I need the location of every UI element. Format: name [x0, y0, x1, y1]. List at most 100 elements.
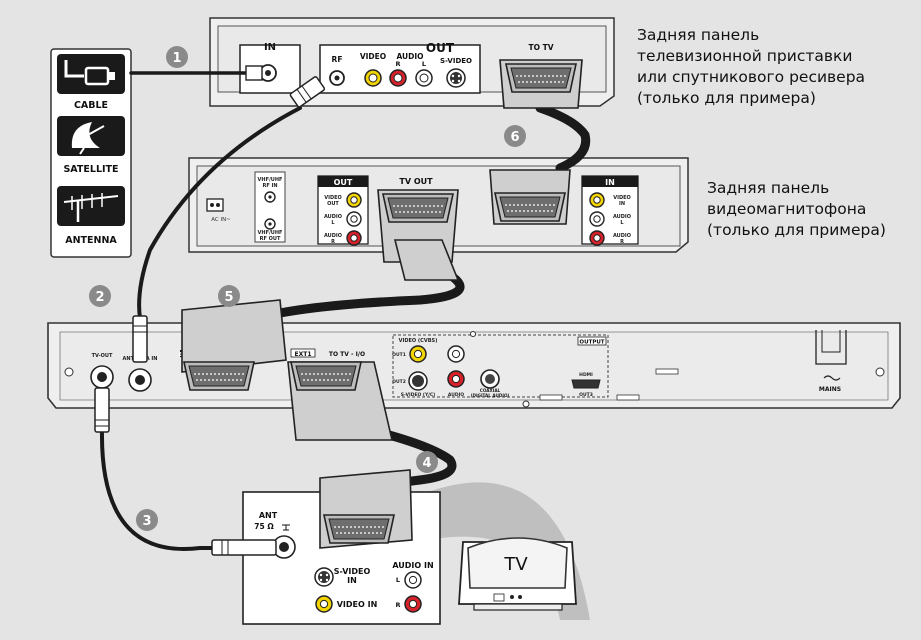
scart-plug-ext2: [181, 299, 287, 391]
tv-ant-label: ANT: [259, 511, 278, 520]
recorder-output-label: OUTPUT: [579, 340, 604, 346]
cable-recorder-to-tv-antenna: [99, 428, 227, 551]
recorder-to-tv-io-label: TO TV - I/O: [329, 351, 365, 358]
cable-stb-rf-to-recorder: [137, 106, 302, 320]
stb-out-label: OUT: [426, 41, 455, 55]
recorder-s-video-label: S-VIDEO (Y/C): [401, 392, 435, 398]
recorder-coaxial-jack: [480, 369, 500, 389]
callout-1: 1: [166, 46, 188, 68]
vcr-caption-line: (только для примера): [707, 221, 886, 239]
recorder-mains-label: MAINS: [819, 386, 841, 393]
antenna-icon: [57, 186, 125, 226]
vcr-video-in-label-1: VIDEO: [613, 195, 631, 201]
recorder-rear-panel: TV-OUT ANTENNA IN EXT2 EXT1 TO TV - I/O …: [47, 322, 901, 409]
vcr-caption-line: видеомагнитофона: [707, 200, 867, 218]
vcr-audio-l-label-1: AUDIO: [324, 214, 342, 220]
recorder-out2-label: OUT2: [392, 379, 406, 385]
recorder-tv-out-jack: [90, 365, 114, 389]
satellite-dish-icon: [57, 116, 125, 156]
vcr-audio-r-in-label-2: R: [620, 239, 624, 245]
tv-icon-label: TV: [503, 554, 528, 575]
recorder-antenna-in-jack: [128, 368, 152, 392]
stb-to-tv-label: TO TV: [528, 43, 553, 52]
vcr-rf-in-label-1: VHF/UHF: [258, 177, 283, 183]
tv-s-video-label-2: IN: [347, 576, 357, 585]
vcr-in-label: IN: [605, 178, 615, 187]
rf-plug-tv-antenna: [211, 539, 277, 556]
tv-s-video-in-jack: [314, 567, 334, 587]
recorder-audio-label: AUDIO: [448, 392, 464, 398]
antenna-label: ANTENNA: [65, 235, 117, 246]
tv-audio-l-label: L: [396, 576, 400, 584]
vcr-video-out-label-1: VIDEO: [324, 195, 342, 201]
vcr-rf-out-jack: [264, 218, 276, 230]
recorder-audio-r-jack: [447, 370, 465, 388]
scart-cable-ext1-to-tv: [365, 425, 457, 490]
tv-icon: TV: [458, 537, 577, 611]
stb-s-video-jack: [446, 68, 466, 88]
vcr-audio-l-in-label-1: AUDIO: [613, 214, 631, 220]
stb-video-out-jack: [364, 69, 382, 87]
stb-audio-r-label: R: [395, 60, 400, 68]
vcr-out-label: OUT: [334, 178, 353, 187]
vcr-audio-r-out-jack: [346, 230, 362, 246]
satellite-label: SATELLITE: [63, 164, 118, 175]
svg-text:6: 6: [510, 130, 519, 145]
tv-ohm-label: 75 Ω: [254, 522, 274, 531]
scart-plug-ext1: [287, 361, 394, 441]
svg-text:5: 5: [224, 290, 233, 305]
tv-video-in-jack: [315, 595, 333, 613]
stb-audio-label: AUDIO: [396, 52, 423, 61]
tv-audio-r-jack: [404, 595, 422, 613]
vcr-audio-l-label-2: L: [331, 220, 335, 226]
cable-source-icon: [57, 54, 125, 94]
recorder-tv-out-label: TV-OUT: [92, 353, 113, 359]
recorder-hdmi-label: HDMI: [579, 372, 593, 378]
vcr-caption-line: Задняя панель: [707, 179, 830, 197]
recorder-out3-label: OUT3: [579, 392, 593, 398]
stb-audio-l-jack: [415, 69, 433, 87]
set-top-box-caption: Задняя панель телевизионной приставки ил…: [637, 25, 865, 109]
rf-plug-recorder-antenna: [132, 315, 148, 363]
tv-audio-l-jack: [404, 571, 422, 589]
vcr-audio-l-in-jack: [589, 211, 605, 227]
svg-text:4: 4: [422, 456, 431, 471]
scart-plug-vcr-in: [489, 169, 571, 225]
callout-6: 6: [504, 125, 526, 147]
recorder-coaxial-label-1: COAXIAL: [480, 388, 501, 393]
set-top-box-caption-line: Задняя панель: [637, 26, 760, 44]
scart-plug-tv: [319, 469, 413, 549]
vcr-ac-in-label: AC IN~: [211, 217, 231, 223]
vcr-caption: Задняя панель видеомагнитофона (только д…: [707, 178, 886, 241]
recorder-out1-label: OUT1: [392, 352, 406, 358]
tv-audio-r-label: R: [395, 601, 400, 609]
stb-audio-l-label: L: [422, 60, 426, 68]
vcr-audio-r-label-1: AUDIO: [324, 233, 342, 239]
stb-audio-r-jack: [389, 69, 407, 87]
callouts: 1 2 3 4 5 6: [89, 46, 526, 531]
vcr-tv-out-label: TV OUT: [399, 177, 433, 186]
connectors: [94, 59, 583, 556]
callout-2: 2: [89, 285, 111, 307]
vcr-video-out-jack: [346, 192, 362, 208]
recorder-ext1-label: EXT1: [295, 351, 312, 358]
tv-s-video-label-1: S-VIDEO: [334, 567, 371, 576]
scart-cable-stb-to-vcr: [535, 103, 591, 173]
recorder-video-cvbs-label: VIDEO (CVBS): [399, 338, 438, 344]
vcr-audio-r-in-jack: [589, 230, 605, 246]
set-top-box-caption-line: (только для примера): [637, 89, 816, 107]
svg-text:2: 2: [95, 290, 104, 305]
tv-video-in-label: VIDEO IN: [337, 600, 378, 609]
scart-plug-stb-to-tv: [499, 59, 583, 109]
tv-audio-in-label: AUDIO IN: [392, 561, 433, 570]
recorder-s-video-out-jack: [408, 371, 428, 391]
vcr-audio-r-in-label-1: AUDIO: [613, 233, 631, 239]
set-top-box-caption-line: или спутникового ресивера: [637, 68, 866, 86]
recorder-hdmi-port: [571, 379, 601, 389]
svg-text:3: 3: [142, 514, 151, 529]
stb-rf-label: RF: [332, 55, 343, 64]
callout-3: 3: [136, 509, 158, 531]
vcr-audio-l-out-jack: [346, 211, 362, 227]
